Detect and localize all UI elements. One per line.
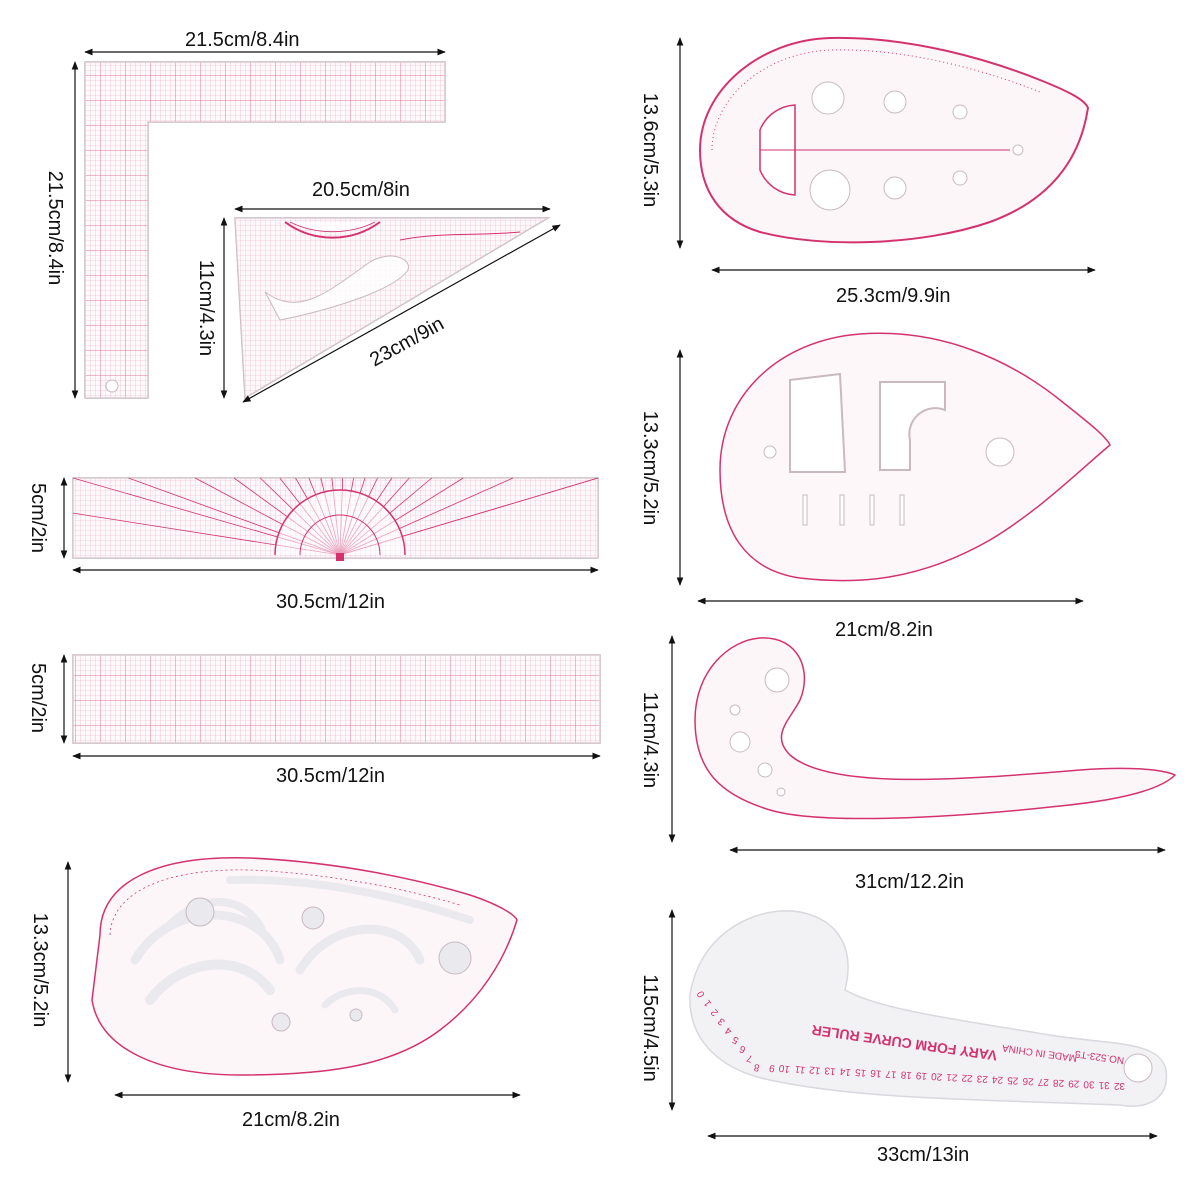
scale-number: 16 (869, 1067, 882, 1079)
scale-number: 3 (716, 1015, 728, 1027)
l-square-ruler (84, 61, 446, 399)
armhole-curve-ruler (719, 332, 1111, 582)
scale-number: 20 (930, 1070, 942, 1082)
grid-ruler-height-label: 5cm/2in (27, 662, 49, 734)
scale-number: 9 (768, 1062, 776, 1074)
scale-number: 7 (745, 1052, 754, 1064)
scale-number: 24 (991, 1073, 1003, 1085)
scale-number: 26 (1022, 1075, 1034, 1086)
scale-number: 15 (854, 1066, 867, 1078)
scale-number: 32 (1113, 1080, 1125, 1091)
scale-number: 14 (839, 1065, 852, 1077)
scale-number: 27 (1037, 1076, 1049, 1087)
scale-number: 0 (695, 988, 708, 999)
leaf-curve-width-label: 21cm/8.2in (242, 1109, 340, 1131)
scale-number: 6 (738, 1042, 748, 1054)
scale-number: 8 (753, 1061, 761, 1073)
protractor-ruler-width-label: 30.5cm/12in (276, 591, 385, 613)
scale-number: 2 (709, 1006, 721, 1018)
scale-number: 5 (730, 1033, 741, 1046)
drop-curve-height-label: 13.6cm/5.3in (639, 92, 661, 208)
triangle-ruler (234, 217, 551, 400)
scale-number: 13 (823, 1064, 836, 1076)
leaf-curve-ruler (91, 857, 518, 1076)
triangle-width-label: 20.5cm/8in (312, 179, 410, 201)
grid-ruler-width-label: 30.5cm/12in (276, 765, 385, 787)
hook-curve-width-label: 31cm/12.2in (855, 871, 964, 893)
scale-number: 30 (1083, 1078, 1095, 1089)
scale-number: 19 (915, 1069, 928, 1081)
scale-number: 17 (885, 1068, 898, 1080)
scale-number: 23 (976, 1073, 988, 1085)
l-square-height-label: 21.5cm/8.4in (44, 170, 66, 286)
scale-number: 25 (1007, 1074, 1019, 1086)
leaf-curve-height-label: 13.3cm/5.2in (29, 912, 51, 1028)
scale-number: 4 (723, 1024, 734, 1036)
dimension-arrows (60, 37, 1166, 1140)
l-square-width-label: 21.5cm/8.4in (185, 29, 300, 51)
protractor-ruler-height-label: 5cm/2in (27, 482, 49, 554)
protractor-ruler (72, 477, 599, 561)
scale-number: 21 (946, 1071, 958, 1083)
scale-number: 1 (702, 997, 714, 1008)
vary-form-curve-ruler (689, 910, 1168, 1107)
scale-number: 10 (778, 1062, 791, 1075)
triangle-height-label: 11cm/4.3in (195, 259, 217, 357)
vary-form-height-label: 115cm/4.5in (639, 974, 661, 1082)
grid-ruler (72, 654, 601, 744)
armhole-curve-height-label: 13.3cm/5.2in (639, 410, 661, 526)
scale-number: 18 (900, 1068, 913, 1080)
hook-curve-height-label: 11cm/4.3in (639, 691, 661, 789)
scale-number: 22 (961, 1072, 973, 1084)
armhole-curve-width-label: 21cm/8.2in (835, 619, 933, 641)
drop-curve-ruler (698, 36, 1090, 244)
hook-curve-ruler (694, 637, 1177, 820)
scale-number: 12 (808, 1063, 821, 1076)
scale-number: 29 (1068, 1078, 1080, 1089)
scale-number: 11 (794, 1063, 806, 1076)
vary-form-width-label: 33cm/13in (877, 1144, 970, 1166)
scale-number: 28 (1052, 1077, 1064, 1088)
scale-number: 31 (1098, 1079, 1110, 1090)
drop-curve-width-label: 25.3cm/9.9in (836, 285, 951, 307)
